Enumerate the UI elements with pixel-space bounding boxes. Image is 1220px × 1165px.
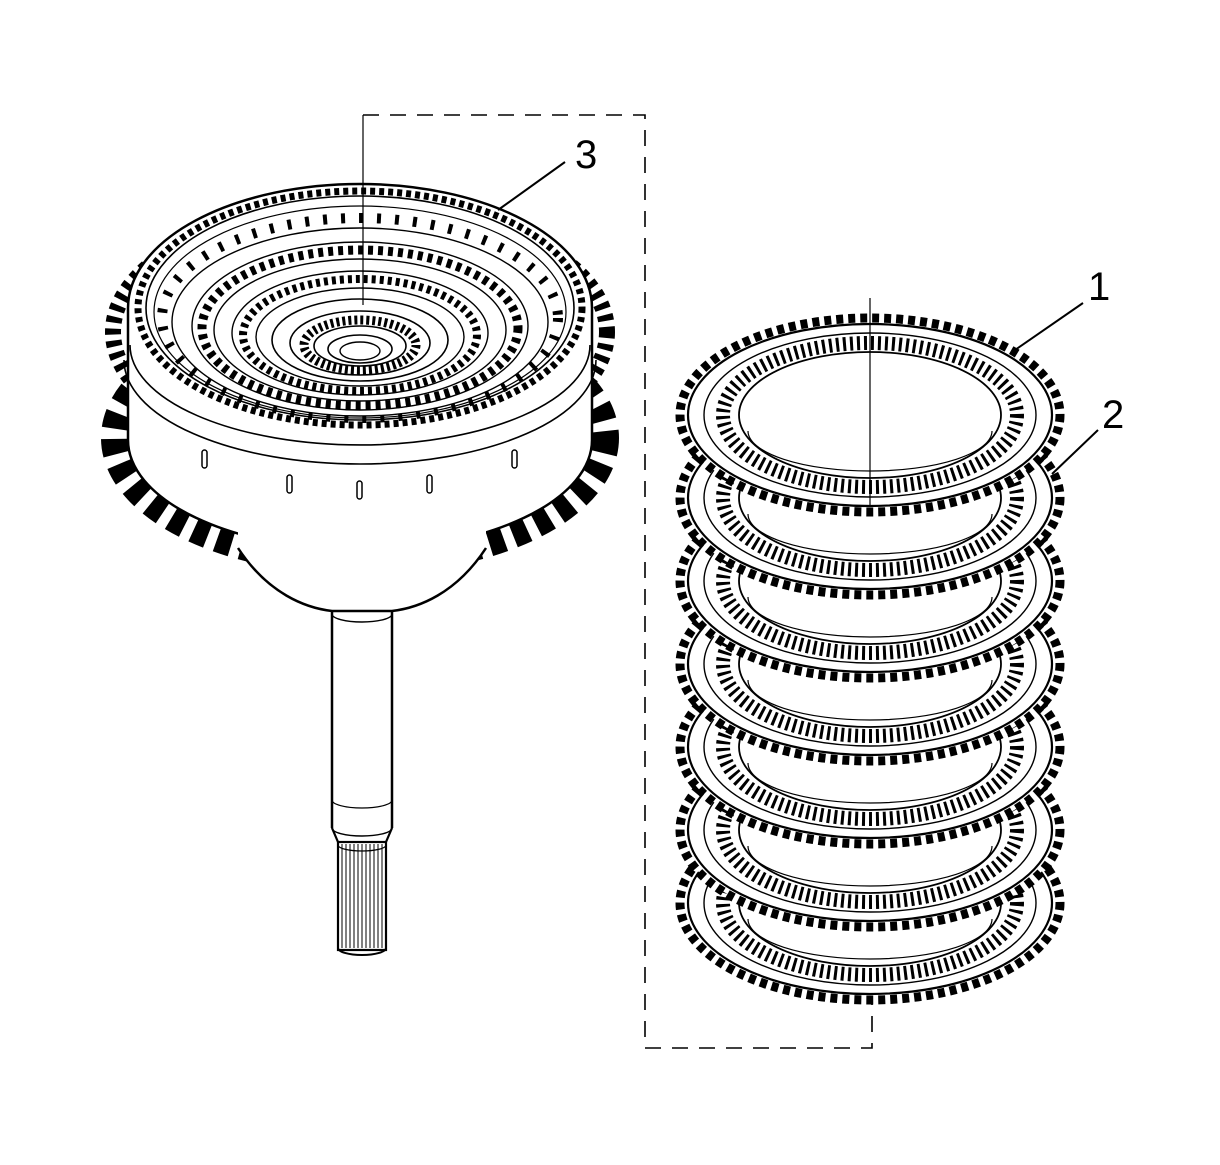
drum-rim-spline [134, 187, 586, 429]
callout-3-label: 3 [575, 133, 597, 177]
shaft-spline-end [336, 840, 388, 956]
assembly-dashed-bracket [363, 114, 873, 1049]
drum-bell-fill [238, 520, 486, 611]
callouts: 3 1 2 [497, 133, 1124, 475]
drum-wall-details [123, 344, 597, 500]
clutch-pack-spline-ring [197, 245, 523, 411]
callout-2-label: 2 [1102, 393, 1124, 437]
drum-inner-wall-slots [157, 213, 563, 423]
callout-1-label: 1 [1088, 265, 1110, 309]
callout-2-leader [1051, 429, 1099, 475]
callout-1-leader [1014, 302, 1084, 351]
drum-bell [236, 547, 488, 613]
drum-interior [145, 195, 575, 423]
hub-spline-ring [299, 315, 421, 375]
inner-spline-ring [239, 275, 481, 395]
clutch-drum-assembly [101, 182, 619, 956]
output-shaft [330, 611, 394, 956]
callout-3-leader [497, 161, 566, 211]
construction-lines [362, 114, 873, 1049]
